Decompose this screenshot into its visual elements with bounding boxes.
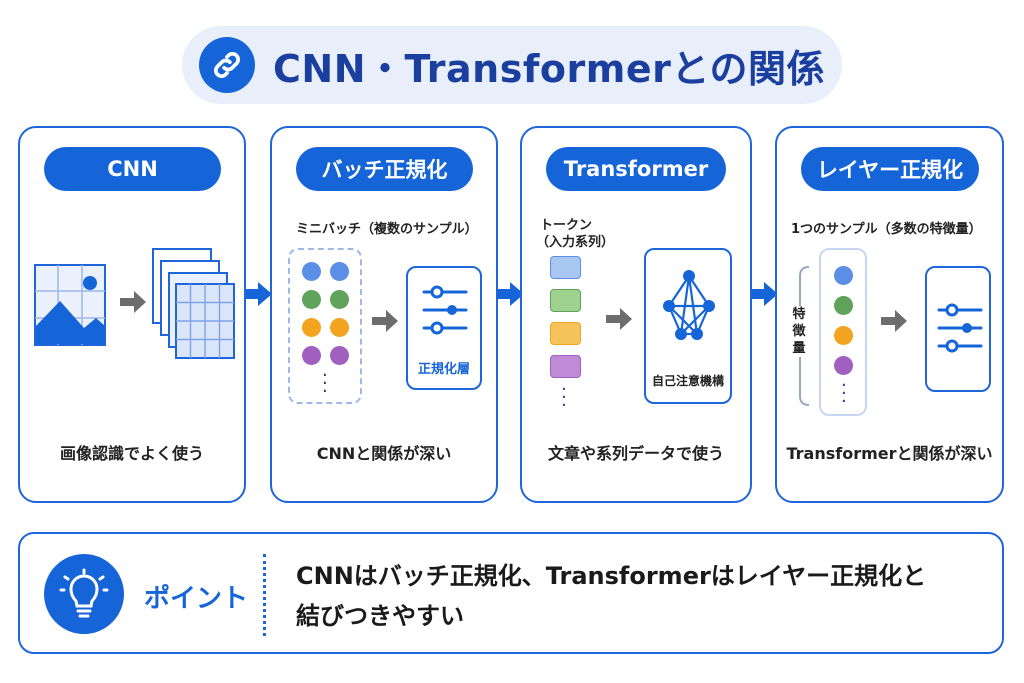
panel-batch-norm: バッチ正規化 ミニバッチ（複数のサンプル） ··· 正規化層 CNNと関係が深い: [270, 126, 498, 503]
arrow-right-icon: [606, 308, 632, 330]
panel-cnn-label: CNN: [44, 147, 221, 191]
token-block: [550, 355, 581, 378]
divider: [263, 554, 266, 636]
panel-layer-norm: レイヤー正規化 1つのサンプル（多数の特徴量） 特徴量 ··· Transfor…: [775, 126, 1004, 503]
panel-cnn-caption: 画像認識でよく使う: [59, 444, 204, 463]
feature-dot: [302, 262, 321, 281]
ellipsis-icon: ···: [841, 375, 847, 412]
self-attention-label: 自己注意機構: [651, 374, 724, 388]
token-sublabel-line1: トークン: [540, 218, 593, 233]
point-text-line2: 結びつきやすい: [296, 602, 464, 630]
layer-normalization-box: [925, 266, 991, 392]
panel-transformer-label: Transformer: [546, 147, 726, 191]
sliders-icon: [422, 285, 468, 335]
page-title: CNN・Transformerとの関係: [273, 46, 825, 91]
normalization-layer-box: 正規化層: [406, 266, 482, 390]
flow-arrow-icon: [752, 282, 778, 306]
arrow-right-icon: [372, 310, 398, 332]
normalization-layer-label: 正規化層: [417, 362, 470, 377]
panel-layer-norm-caption: Transformerと関係が深い: [786, 444, 993, 463]
panel-cnn: CNN 画像認識でよく使う: [18, 126, 246, 503]
ellipsis-icon: ···: [561, 379, 567, 416]
token-block: [550, 289, 581, 312]
panel-layer-norm-label: レイヤー正規化: [801, 147, 979, 191]
point-box: ポイント CNNはバッチ正規化、Transformerはレイヤー正規化と 結びつ…: [18, 532, 1004, 654]
feature-side-label: 特徴量: [789, 306, 809, 357]
token-block: [550, 322, 581, 345]
point-text-line1: CNNはバッチ正規化、Transformerはレイヤー正規化と: [296, 562, 927, 590]
feature-dot: [330, 290, 349, 309]
arrow-right-icon: [881, 310, 907, 332]
mini-batch-box: ···: [288, 248, 362, 404]
sliders-icon: [937, 303, 983, 353]
token-block: [550, 256, 581, 279]
network-icon: [663, 270, 715, 340]
feature-dot: [302, 318, 321, 337]
lightbulb-icon: [44, 554, 124, 634]
feature-map-icon: [152, 248, 235, 359]
panel-transformer-caption: 文章や系列データで使う: [547, 444, 724, 463]
self-attention-box: 自己注意機構: [644, 248, 732, 404]
feature-dot: [330, 262, 349, 281]
title-banner: CNN・Transformerとの関係: [182, 26, 842, 104]
feature-dot: [834, 266, 853, 285]
feature-dot: [834, 356, 853, 375]
feature-dot: [302, 290, 321, 309]
arrow-right-icon: [120, 291, 146, 313]
panel-batch-norm-label: バッチ正規化: [296, 147, 473, 191]
panel-batch-norm-caption: CNNと関係が深い: [316, 444, 452, 463]
point-text: CNNはバッチ正規化、Transformerはレイヤー正規化と 結びつきやすい: [296, 556, 996, 636]
feature-dot: [330, 346, 349, 365]
flow-arrow-icon: [246, 282, 272, 306]
panel-transformer: Transformer トークン （入力系列） ··· 自己注意機構 文章や系列…: [520, 126, 752, 503]
layer-norm-sublabel: 1つのサンプル（多数の特徴量）: [791, 222, 982, 237]
feature-dot: [302, 346, 321, 365]
single-sample-box: ···: [819, 248, 867, 416]
point-label: ポイント: [144, 584, 249, 614]
batch-norm-sublabel: ミニバッチ（複数のサンプル）: [296, 222, 478, 237]
link-icon: [199, 37, 256, 93]
feature-dot: [834, 296, 853, 315]
ellipsis-icon: ···: [322, 365, 328, 402]
token-sublabel-line2: （入力系列）: [536, 235, 615, 250]
feature-dot: [330, 318, 349, 337]
image-icon: [34, 264, 106, 346]
feature-dot: [834, 326, 853, 345]
